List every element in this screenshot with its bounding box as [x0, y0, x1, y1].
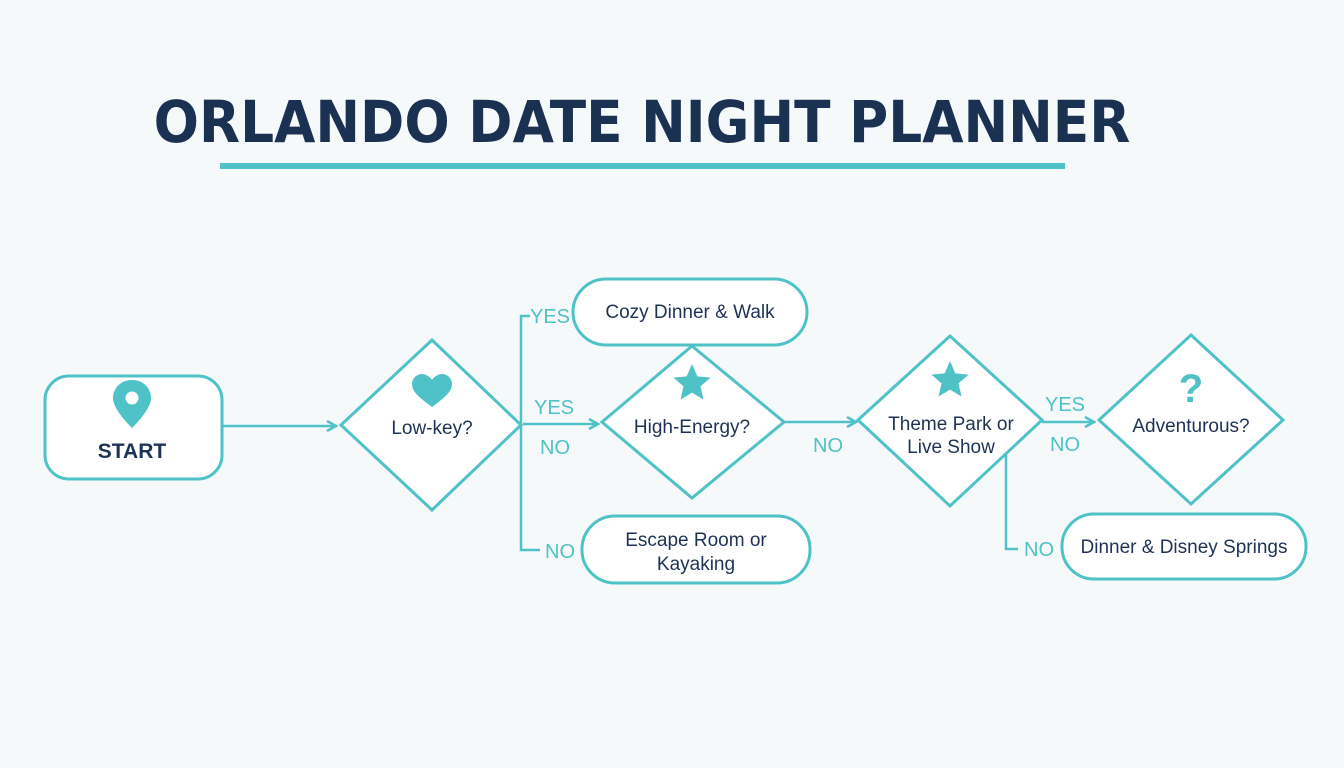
dinner-disney-label: Dinner & Disney Springs [1081, 537, 1288, 558]
edge-lowkey-branch-vertical [519, 314, 540, 552]
theme-park-label-line2: Live Show [907, 437, 995, 458]
edges [223, 314, 1094, 552]
start-label: START [98, 440, 167, 463]
edge-themepark-no-branch [1004, 450, 1018, 551]
escape-room-label-line2: Kayaking [657, 554, 735, 575]
edge-label-no: NO [813, 435, 843, 457]
adventurous-label: Adventurous? [1132, 416, 1249, 437]
edge-label-yes: YES [1045, 394, 1085, 416]
escape-room-label-line1: Escape Room or [625, 530, 767, 551]
low-key-decision[interactable]: Low-key? [338, 337, 524, 513]
question-icon: ? [1179, 367, 1203, 411]
low-key-label: Low-key? [391, 418, 472, 439]
title-underline [220, 163, 1065, 169]
page-title: ORLANDO DATE NIGHT PLANNER [153, 88, 1131, 156]
edge-label-no: NO [1024, 539, 1054, 561]
star-icon [931, 361, 969, 397]
high-energy-label: High-Energy? [634, 417, 750, 438]
map-pin-icon [113, 380, 151, 428]
cozy-dinner-label: Cozy Dinner & Walk [605, 302, 775, 323]
heart-icon [412, 374, 452, 407]
edge-label-yes: YES [530, 306, 570, 328]
edge-labels: YES YES NO NO NO YES NO NO [530, 306, 1085, 563]
dinner-disney-outcome[interactable]: Dinner & Disney Springs [1060, 512, 1308, 581]
high-energy-decision[interactable]: High-Energy? [599, 344, 787, 500]
edge-label-no: NO [545, 541, 575, 563]
adventurous-decision[interactable]: ? Adventurous? [1096, 332, 1286, 507]
edge-label-no: NO [540, 437, 570, 459]
theme-park-label-line1: Theme Park or [888, 414, 1014, 435]
escape-room-outcome[interactable]: Escape Room or Kayaking [580, 514, 812, 585]
cozy-dinner-outcome[interactable]: Cozy Dinner & Walk [571, 277, 809, 347]
star-icon [673, 364, 711, 400]
edge-label-no: NO [1050, 434, 1080, 456]
start-node[interactable]: START [43, 374, 224, 481]
theme-park-decision[interactable]: Theme Park or Live Show [855, 333, 1045, 509]
edge-label-yes: YES [534, 397, 574, 419]
